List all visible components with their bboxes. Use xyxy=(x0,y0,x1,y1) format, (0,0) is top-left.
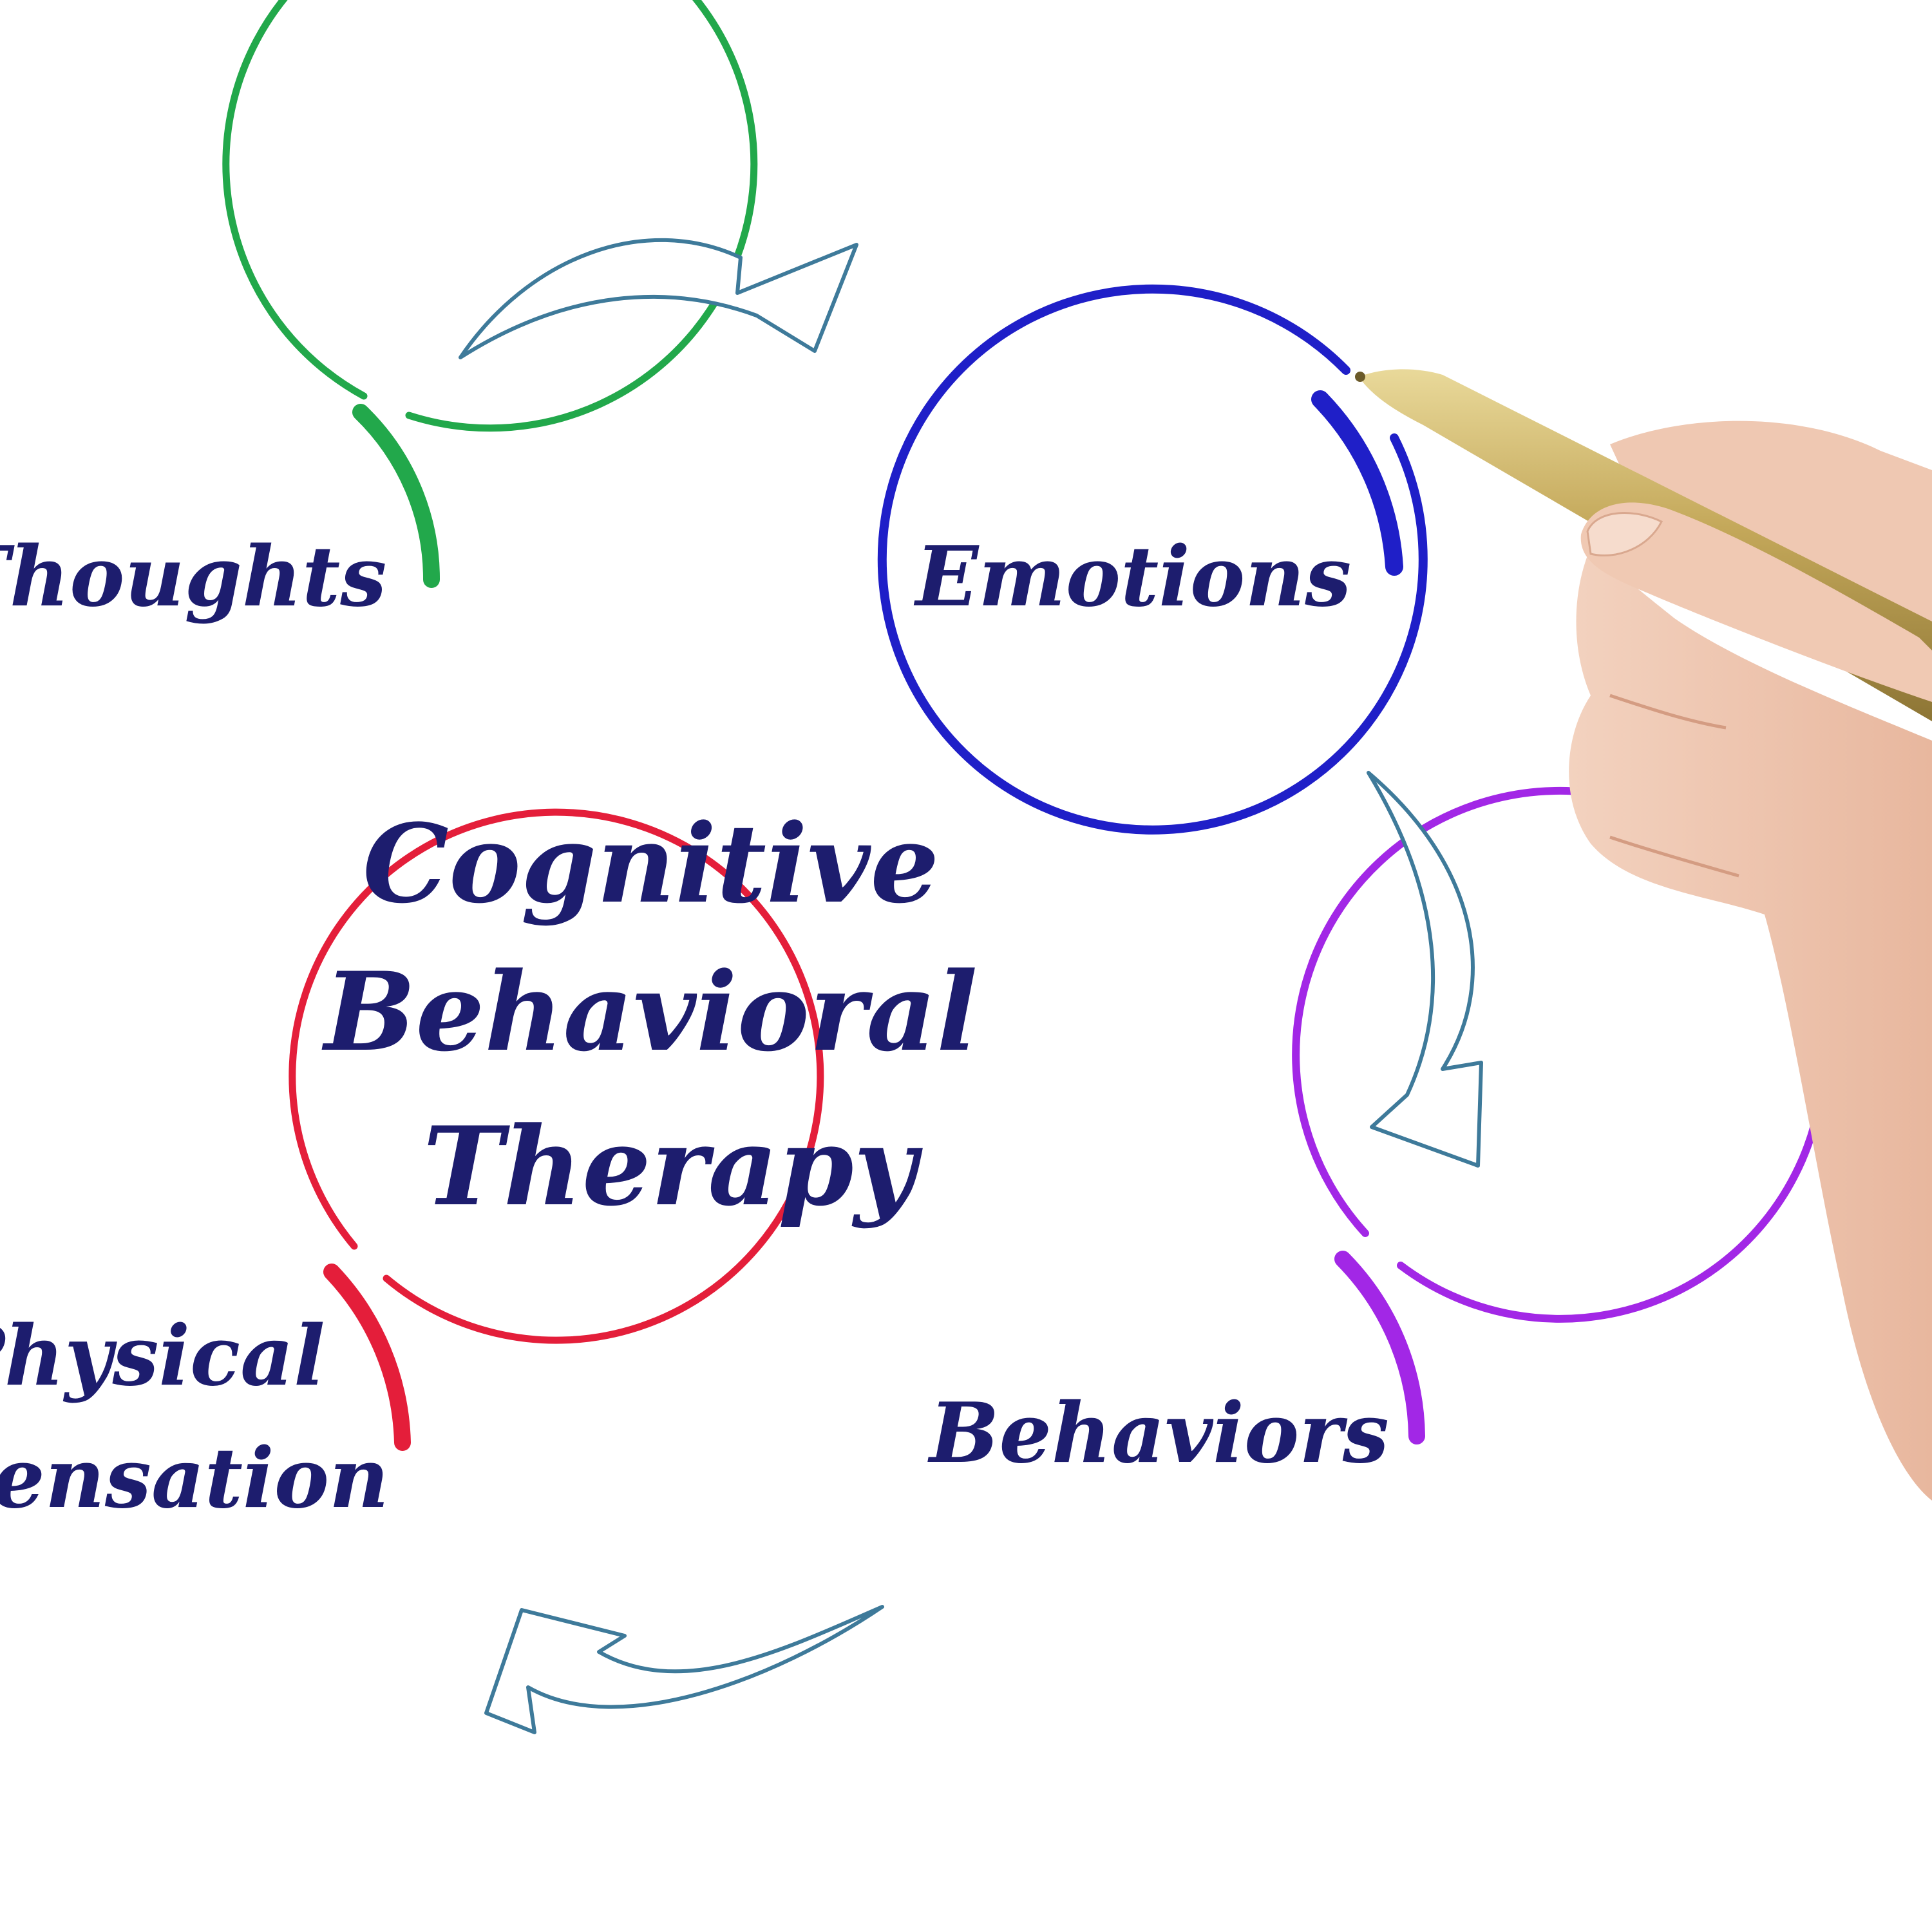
arrow-thoughts-to-emotions xyxy=(459,238,858,359)
center-title-line-1: Cognitive xyxy=(363,800,939,927)
hand-palm xyxy=(1569,547,1932,1501)
emotions-ring-accent xyxy=(1311,390,1403,576)
center-title-line-2: Behavioral xyxy=(321,948,978,1075)
pen-tip-icon xyxy=(1355,372,1365,382)
node-thoughts: Thoughts xyxy=(0,0,758,625)
thoughts-label: Thoughts xyxy=(0,529,386,625)
arrow-behaviors-to-physical xyxy=(484,1605,884,1734)
behaviors-label: Behaviors xyxy=(927,1385,1389,1482)
node-emotions: Emotions xyxy=(877,284,1428,835)
thoughts-ring xyxy=(222,0,758,432)
arrow-emotions-to-behaviors xyxy=(1367,771,1483,1168)
center-title: Cognitive Behavioral Therapy xyxy=(321,800,1015,1230)
thoughts-ring-accent xyxy=(352,404,440,588)
physical-label-line-1: Physical xyxy=(0,1308,325,1405)
flow-arrows xyxy=(459,238,1483,1734)
hand-thumb xyxy=(1580,502,1932,702)
center-title-line-3: Therapy xyxy=(423,1103,923,1230)
physical-ring xyxy=(289,808,824,1344)
thumbnail xyxy=(1586,512,1663,557)
hand-crease-1 xyxy=(1609,694,1727,730)
hand-crease-2 xyxy=(1609,835,1739,878)
hand-with-pen-illustration xyxy=(1355,369,1932,1501)
physical-ring-accent xyxy=(323,1264,411,1451)
physical-label-line-2: Sensation xyxy=(0,1430,389,1527)
node-behaviors: Behaviors xyxy=(927,786,1828,1482)
emotions-ring xyxy=(877,284,1428,835)
physical-label: Physical Sensation xyxy=(0,1308,389,1527)
emotions-label: Emotions xyxy=(914,529,1352,625)
node-physical-sensation: Physical Sensation xyxy=(0,808,824,1527)
behaviors-ring-accent xyxy=(1334,1251,1425,1444)
